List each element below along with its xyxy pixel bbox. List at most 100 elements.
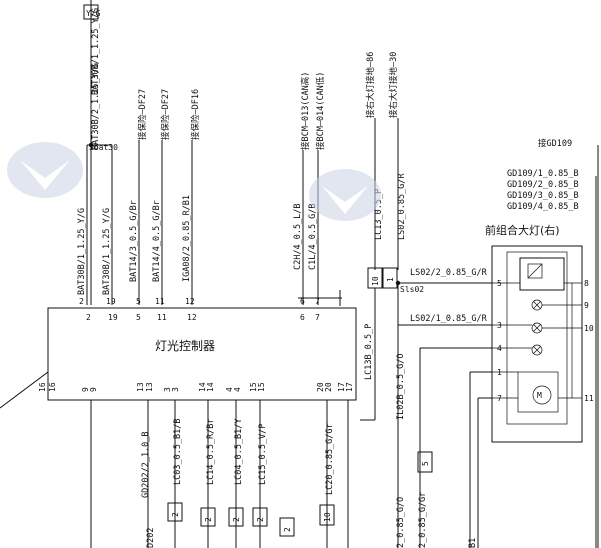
br-bottom-label: 2_0.85_G/Gr xyxy=(418,492,428,548)
wire-label-top-3: BAT30B/1_1.25_Y/G xyxy=(77,208,87,295)
hl-pin-left-2: 3 xyxy=(497,321,502,330)
pin-bot-b-9: 17 xyxy=(337,382,346,392)
ground-3: GD109/3_0.85_B xyxy=(507,191,579,201)
wire-label-top-6: BAT14/4_0.5_G/Br xyxy=(152,200,162,282)
pin-top-a-4: 11 xyxy=(155,297,165,306)
hl-pin-left-5: 7 xyxy=(497,394,502,403)
pin-bot-b-2: 9 xyxy=(81,387,90,392)
sls-label: Sls02 xyxy=(400,285,424,294)
wire-label-bot-1: GD202/2_1.0_B xyxy=(141,431,151,498)
pin-top-b-3: 5 xyxy=(136,313,141,322)
pin-top-a-2: 19 xyxy=(106,297,116,306)
headlamp-ref-1: 接右大灯接地—86 xyxy=(365,52,376,118)
pin-bot-b-6: 4 xyxy=(225,387,234,392)
top-tag-box xyxy=(83,4,99,20)
bulb-icon xyxy=(531,299,543,311)
sbat-label: Sbat30 xyxy=(89,143,118,152)
ls02-2-label: LS02/2_0.85_G/R xyxy=(410,268,488,278)
pin-bot-a-5: 14 xyxy=(206,382,215,392)
hl-pin-right-4: 11 xyxy=(584,394,594,403)
motor-coil-icon xyxy=(527,263,543,279)
pin-bot-a-2: 9 xyxy=(89,387,98,392)
ls02-1-label: LS02/1_0.85_G/R xyxy=(410,314,488,324)
pin-top-b-4: 11 xyxy=(157,313,167,322)
wire-label-top-7: IGA08/2_0.85_R/B1 xyxy=(182,195,192,282)
hl-pin-left-1: 5 xyxy=(497,279,502,288)
bcm-ref-2: 接BCM—014(CAN低) xyxy=(315,72,326,150)
il02b-bottom-label: 2_0.85_G/O xyxy=(396,497,406,548)
pin-top-b-1: 2 xyxy=(86,313,91,322)
motor-box xyxy=(517,371,559,413)
connector-bot-5-code: 2 xyxy=(283,527,292,532)
wire-bot-left xyxy=(0,371,49,409)
hl-pin-right-2: 9 xyxy=(584,301,589,310)
connector-bot-4 xyxy=(252,507,268,527)
connector-1-code: 10 xyxy=(371,276,380,286)
top-tag-label: Y/G xyxy=(86,9,101,18)
gd202-label: D202 xyxy=(146,528,156,548)
headlamp-title: 前组合大灯(右) xyxy=(485,223,560,237)
wire-label-lc13: LC13_0.5_P xyxy=(374,189,384,240)
wire-label-bot-4: LC04_0.5_B1/Y xyxy=(234,418,244,485)
connector-bot-4-code: 2 xyxy=(256,517,265,522)
bulb-icon xyxy=(531,322,543,334)
pin-top-b-2: 19 xyxy=(108,313,118,322)
pin-top-b-6: 6 xyxy=(300,313,305,322)
connector-bot-5 xyxy=(279,517,295,537)
connector-bot-3 xyxy=(228,507,244,527)
headlamp-inner xyxy=(506,251,568,425)
svg-text:M: M xyxy=(537,391,542,400)
fuse-ref-3: 接保险—DF16 xyxy=(190,89,201,140)
ground-2: GD109/2_0.85_B xyxy=(507,180,579,190)
ground-4: GD109/4_0.85_B xyxy=(507,202,579,212)
headlamp-ref-2: 接右大灯接地—30 xyxy=(388,52,399,118)
pin-bot-a-3: 13 xyxy=(145,382,154,392)
motor-icon xyxy=(532,385,552,405)
hl-pin-right-3: 10 xyxy=(584,324,594,333)
wire-label-top-1: BAT30B/1_1.25_Y/G xyxy=(91,8,101,95)
pin-top-b-7: 7 xyxy=(315,313,320,322)
connector-bot-7-code: 5 xyxy=(421,461,430,466)
headlamp-assembly xyxy=(491,245,583,443)
leveling-motor-box xyxy=(519,257,565,291)
gd109-ref: 接GD109 xyxy=(538,138,572,149)
wire-label-can-h: C2H/4_0.5_L/B xyxy=(293,203,303,270)
watermark-logo xyxy=(7,142,381,221)
motor-coil-diagonal xyxy=(527,263,543,279)
wire-label-top-2: BAT30B/2_1.25_Y/G xyxy=(91,63,101,150)
pin-bot-b-1: 16 xyxy=(38,382,47,392)
bulb-icon xyxy=(531,344,543,356)
connector-bot-7 xyxy=(417,451,433,473)
pin-top-a-5: 12 xyxy=(185,297,195,306)
pin-bot-a-9: 17 xyxy=(345,382,354,392)
fuse-ref-1: 接保险—DF27 xyxy=(137,89,148,140)
connector-2-code: 1 xyxy=(386,277,395,282)
pin-top-a-6: 6 xyxy=(300,297,305,306)
pin-bot-b-7: 15 xyxy=(249,382,258,392)
splice-dot xyxy=(88,142,94,148)
connector-bot-2-code: 2 xyxy=(204,517,213,522)
wire-label-bot-8: IL02B_0.5_G/O xyxy=(396,353,406,420)
pin-bot-b-3: 13 xyxy=(136,382,145,392)
ground-1: GD109/1_0.85_B xyxy=(507,169,579,179)
connector-bot-1-code: 2 xyxy=(171,512,180,517)
connector-bot-6 xyxy=(319,504,335,526)
pin-bot-a-7: 15 xyxy=(257,382,266,392)
wire-label-lc13b-v: LC13B_0.5_P xyxy=(364,324,374,380)
wire-label-bot-2: LC03_0.5_B1/B xyxy=(173,418,183,485)
connector-bot-6-code: 10 xyxy=(323,512,332,522)
connector-bot-1 xyxy=(167,502,183,522)
wire-label-bot-5: LC15_0.5_V/P xyxy=(258,424,268,485)
connector-bot-2 xyxy=(200,507,216,527)
wire-label-can-l: C1L/4_0.5_G/B xyxy=(308,203,318,270)
bcm-ref-1: 接BCM—013(CAN高) xyxy=(300,72,311,150)
gd-b1-label: B1 xyxy=(468,538,478,548)
hl-pin-right-1: 8 xyxy=(584,279,589,288)
wire-label-top-4: BAT30B/1_1.25_Y/G xyxy=(102,208,112,295)
wire-label-top-5: BAT14/3_0.5_G/Br xyxy=(129,200,139,282)
pin-bot-b-4: 3 xyxy=(163,387,172,392)
wire-label-bot-3: LC14_0.5_R/Br xyxy=(206,418,216,485)
wire-label-bot-6: LC20_0.85_G/Gr xyxy=(325,423,335,495)
fuse-ref-2: 接保险—DF27 xyxy=(160,89,171,140)
